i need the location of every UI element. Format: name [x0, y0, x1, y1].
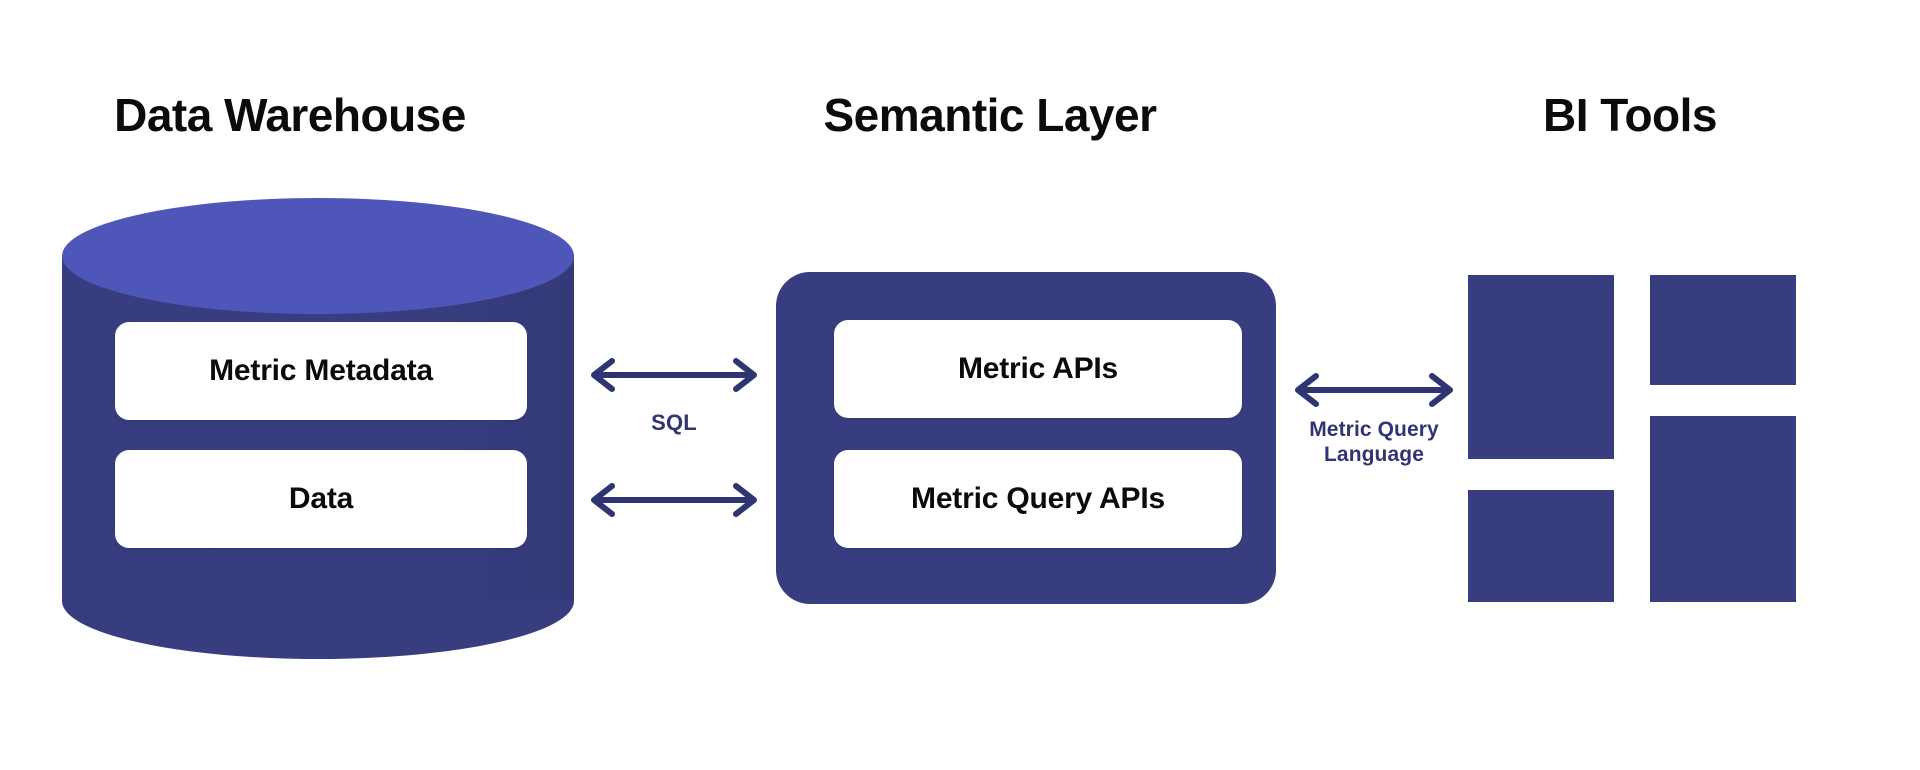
metric-metadata-card[interactable]: Metric Metadata	[115, 322, 527, 420]
sql-double-arrow-top	[584, 357, 764, 393]
bi-tool-tile-1	[1468, 275, 1614, 459]
data-label: Data	[288, 482, 354, 515]
bi-tool-tile-2	[1650, 275, 1796, 385]
bi-tool-tile-3	[1468, 490, 1614, 602]
bi-tools-title: BI Tools	[1542, 89, 1718, 141]
cylinder-bottom-ellipse	[62, 543, 574, 659]
bi-tool-tile-4	[1650, 416, 1796, 602]
metric-metadata-label: Metric Metadata	[209, 354, 433, 387]
sql-connector-group: SQL	[584, 350, 764, 530]
metric-query-language-label-line-1: Metric Query	[1309, 418, 1439, 441]
metric-query-language-label: Metric Query Language	[1288, 417, 1460, 467]
semantic-layer-title: Semantic Layer	[823, 89, 1157, 141]
metric-query-apis-label: Metric Query APIs	[911, 482, 1165, 515]
metric-query-language-connector-group: Metric Query Language	[1288, 372, 1460, 492]
metric-apis-card[interactable]: Metric APIs	[834, 320, 1242, 418]
metric-query-apis-card[interactable]: Metric Query APIs	[834, 450, 1242, 548]
metric-apis-label: Metric APIs	[957, 352, 1119, 385]
data-warehouse-title: Data Warehouse	[114, 89, 466, 141]
metric-query-language-double-arrow	[1288, 372, 1460, 408]
sql-connector-label: SQL	[651, 410, 697, 435]
metric-query-language-label-line-2: Language	[1324, 443, 1424, 466]
data-warehouse-cylinder	[62, 198, 574, 659]
cylinder-top-ellipse	[62, 198, 574, 314]
sql-double-arrow-bottom	[584, 482, 764, 518]
bi-tools-tile-grid	[1468, 268, 1820, 608]
data-card[interactable]: Data	[115, 450, 527, 548]
